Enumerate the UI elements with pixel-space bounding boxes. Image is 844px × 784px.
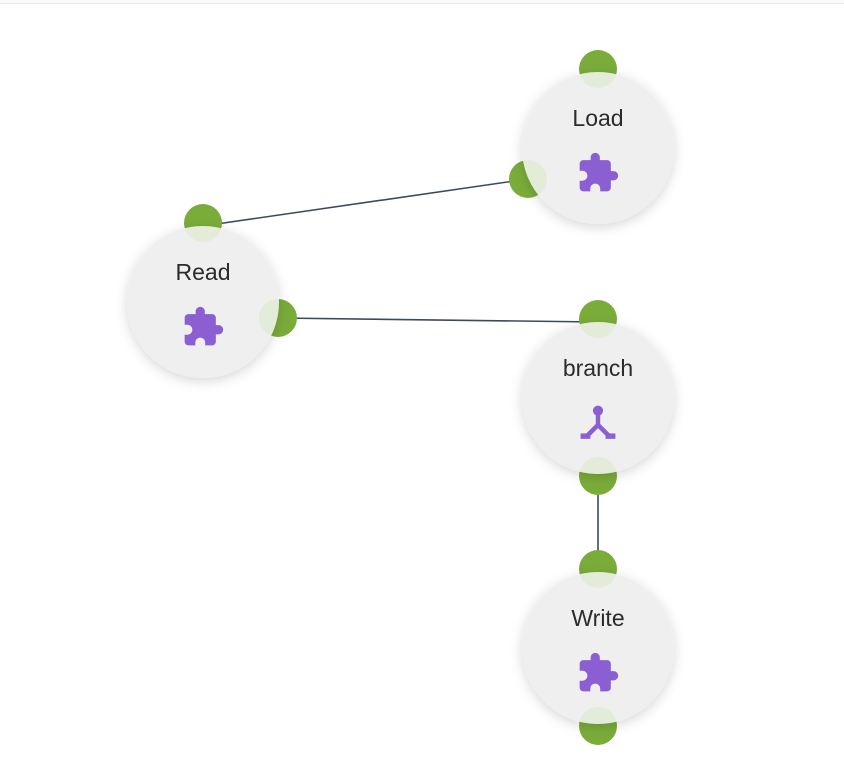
node-branch[interactable]: branch bbox=[522, 300, 674, 495]
node-write[interactable]: Write bbox=[522, 550, 674, 745]
read-port-top-overlap bbox=[184, 226, 222, 242]
branch-node-label: branch bbox=[563, 355, 633, 381]
write-node-body[interactable] bbox=[522, 572, 674, 724]
top-border bbox=[0, 0, 844, 4]
branch-port-top-overlap bbox=[579, 322, 617, 338]
write-node-label: Write bbox=[571, 605, 624, 631]
load-node-body[interactable] bbox=[522, 72, 674, 224]
node-load[interactable]: Load bbox=[509, 50, 674, 224]
load-port-top-overlap bbox=[579, 72, 617, 88]
load-node-label: Load bbox=[572, 105, 623, 131]
write-port-top-overlap bbox=[579, 572, 617, 588]
branch-port-bottom-overlap bbox=[579, 457, 617, 474]
read-node-label: Read bbox=[176, 259, 231, 285]
edge-read-to-branch[interactable] bbox=[277, 317, 599, 323]
edge-read-to-load[interactable] bbox=[202, 178, 529, 227]
branch-node-body[interactable] bbox=[522, 322, 674, 474]
node-read[interactable]: Read bbox=[127, 204, 297, 378]
write-port-bottom-overlap bbox=[579, 707, 617, 724]
read-node-body[interactable] bbox=[127, 226, 279, 378]
